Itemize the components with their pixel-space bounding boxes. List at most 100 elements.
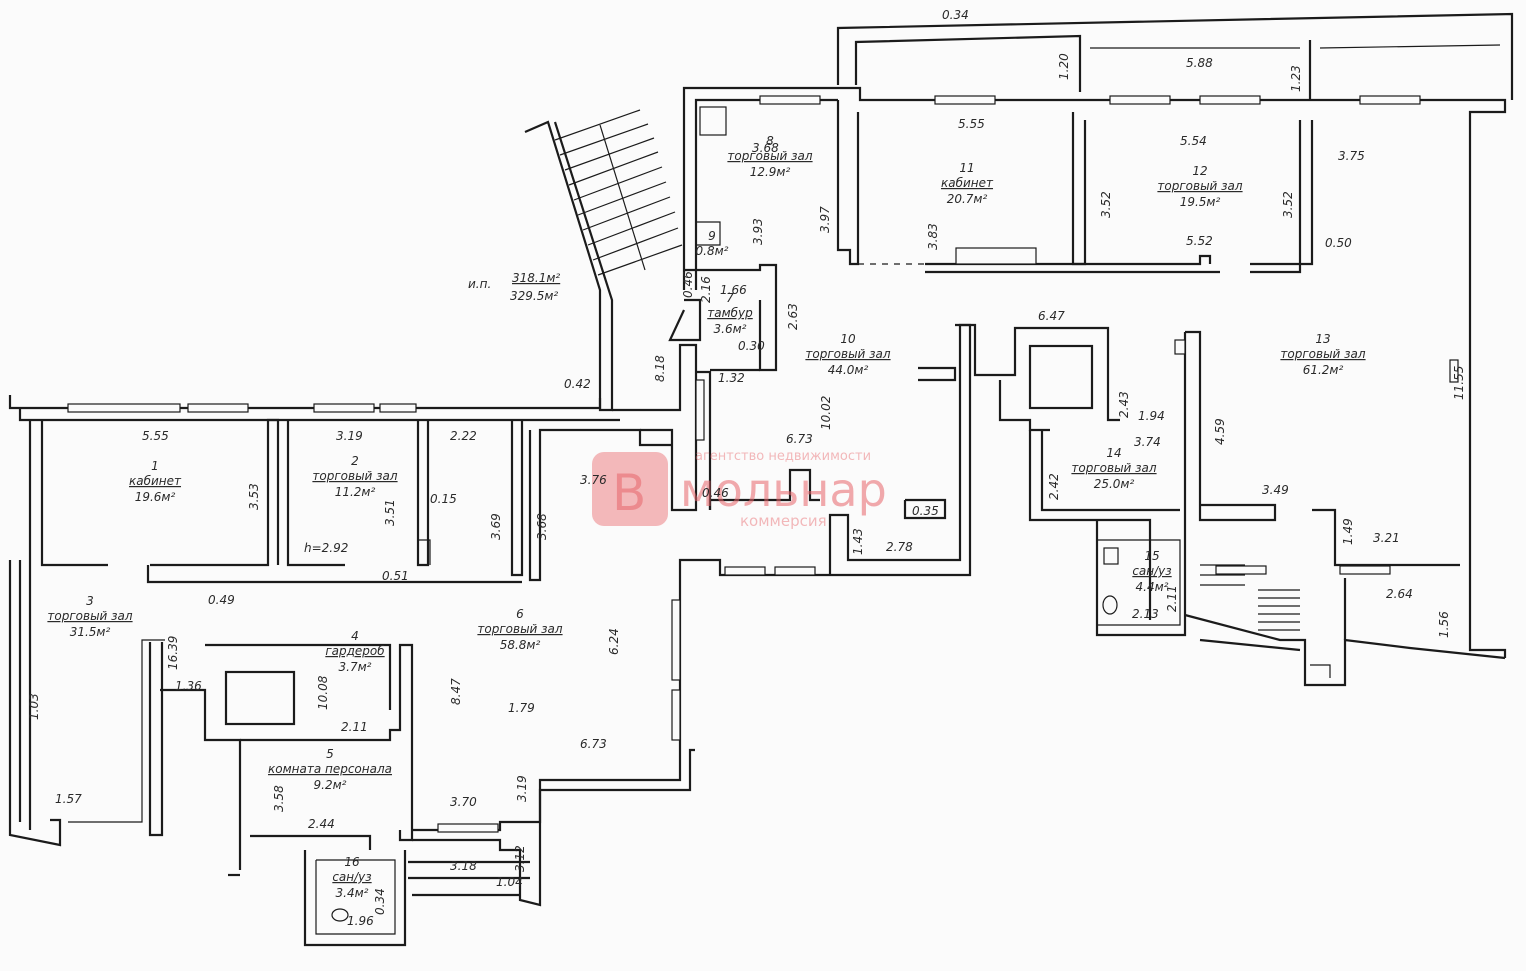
dimension-21: 1.32 [718,371,745,385]
dimension-55: 0.49 [208,593,235,607]
room-14-number: 14 [1106,446,1121,460]
room-9-area: 0.8м² [696,244,729,258]
dimension-68: 3.19 [515,775,529,802]
room-1-number: 1 [151,459,159,473]
room-11-area: 20.7м² [947,192,988,206]
dimension-16: 0.46 [681,271,695,298]
room-14-name: торговый зал [1071,461,1156,475]
dimension-1: 0.34 [942,8,969,22]
dimension-44: 2.78 [886,540,913,554]
dimension-48: 3.21 [1373,531,1400,545]
watermark-main: мольнар [680,463,887,517]
dimension-51: 2.13 [1132,607,1159,621]
dimension-24: 6.47 [1038,309,1065,323]
dimension-38: 3.69 [489,513,503,540]
room-11-number: 11 [959,161,974,175]
dimension-11: 3.52 [1099,191,1113,218]
room-6-number: 6 [516,607,524,621]
room-6-area: 58.8м² [500,638,541,652]
room-13-number: 13 [1315,332,1330,346]
room-10-area: 44.0м² [828,363,869,377]
dimension-3: 1.20 [1057,53,1071,80]
summary-area-2: 329.5м² [510,289,558,303]
walls [8,12,1514,947]
room-5-number: 5 [326,747,334,761]
room-15-area: 4.4м² [1136,580,1169,594]
dimension-40: 3.76 [580,473,607,487]
room-10-name: торговый зал [805,347,890,361]
room-8-number: 8 [766,134,774,148]
dimension-10: 3.83 [926,223,940,250]
dimension-22: 8.18 [653,355,667,382]
room-3-area: 31.5м² [70,625,111,639]
dimension-23: 0.42 [564,377,591,391]
dimension-50: 1.56 [1437,611,1451,638]
dimension-6: 5.54 [1180,134,1207,148]
dimension-20: 0.30 [738,339,765,353]
room-6-name: торговый зал [477,622,562,636]
room-15-name: сан/уз [1132,564,1171,578]
room-1-area: 19.6м² [135,490,176,504]
dimension-47: 1.49 [1341,518,1355,545]
dimension-56: 16.39 [166,636,180,670]
room-3-name: торговый зал [47,609,132,623]
dimension-17: 1.66 [720,283,747,297]
room-4-area: 3.7м² [339,660,372,674]
dimension-39: 3.68 [535,513,549,540]
dimension-labels: 0.34 5.88 1.20 1.23 5.55 5.54 3.68 3.75 3.97 3.83… [27,8,1466,928]
dimension-32: 5.55 [142,429,169,443]
dimension-4: 1.23 [1289,65,1303,92]
dimension-69: 1.57 [55,792,82,806]
dimension-27: 2.43 [1117,391,1131,418]
dimension-66: 2.44 [308,817,335,831]
watermark-logo-icon [592,452,668,526]
watermark: B агентство недвижимости мольнар коммерс… [592,449,887,530]
dimension-13: 5.52 [1186,234,1213,248]
dimension-19: 2.63 [786,303,800,330]
dimension-46: 3.49 [1262,483,1289,497]
summary-area-1: 318.1м² [512,271,560,285]
dimension-53: h=2.92 [304,541,348,555]
dimension-12: 3.52 [1281,191,1295,218]
room-16-name: сан/уз [332,870,371,884]
dimension-28: 1.94 [1138,409,1165,423]
room-11-name: кабинет [941,176,994,190]
dimension-14: 0.50 [1325,236,1352,250]
room-13-name: торговый зал [1280,347,1365,361]
dimension-62: 2.11 [341,720,368,734]
room-4-name: гардероб [325,644,385,658]
room-12-area: 19.5м² [1180,195,1221,209]
room-1-name: кабинет [129,474,182,488]
dimension-34: 3.19 [336,429,363,443]
dimension-30: 4.59 [1213,418,1227,445]
dimension-72: 1.04 [496,875,523,889]
dimension-9: 3.97 [818,206,832,233]
dimension-59: 6.24 [607,628,621,655]
dimension-15: 3.93 [751,218,765,245]
watermark-sub: коммерсия [740,512,827,530]
dimension-58: 1.03 [27,693,41,720]
dimension-73: 0.34 [373,888,387,915]
dimension-5: 5.55 [958,117,985,131]
dimension-54: 0.51 [382,569,409,583]
dimension-43: 1.43 [851,528,865,555]
dimension-2: 5.88 [1186,56,1213,70]
watermark-logo-letter: B [612,464,646,522]
dimension-8: 3.75 [1338,149,1365,163]
room-8-name: торговый зал [727,149,812,163]
room-12-number: 12 [1192,164,1207,178]
dimension-36: 0.15 [430,492,457,506]
room-16-area: 3.4м² [336,886,369,900]
room-14-area: 25.0м² [1094,477,1135,491]
room-7-area: 3.6м² [714,322,747,336]
room-10-number: 10 [840,332,856,346]
dimension-18: 2.16 [699,276,713,303]
dimension-60: 8.47 [449,678,463,705]
room-2-name: торговый зал [312,469,397,483]
dimension-29: 3.74 [1134,435,1161,449]
dimension-52: 2.11 [1165,585,1179,612]
room-2-area: 11.2м² [335,485,376,499]
dimension-7: 3.68 [752,141,779,155]
